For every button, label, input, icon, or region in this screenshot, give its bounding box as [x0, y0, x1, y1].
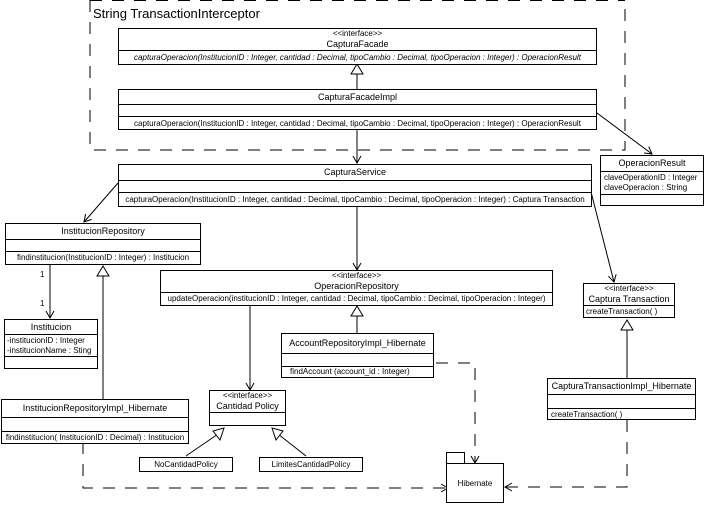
class-no-cantidad-policy[interactable]: NoCantidadPolicy [139, 457, 233, 472]
attribute: -institucionName : Sting [7, 346, 92, 355]
package-name: Hibernate [457, 478, 493, 488]
assoc-service-instrepo [83, 182, 119, 223]
class-account-repository-impl[interactable]: AccountRepositoryImpl_Hibernate findAcco… [281, 333, 434, 378]
attributes-section [6, 239, 200, 251]
class-name: Cantidad Policy [216, 401, 279, 411]
attributes-section [548, 394, 695, 408]
triangle-instrepo [96, 265, 110, 277]
triangle-nocantidad [212, 427, 225, 442]
triangle-facade [350, 63, 364, 75]
class-name: CapturaService [323, 167, 387, 177]
class-name: LimitesCantidadPolicy [271, 460, 351, 469]
triangle-limites [271, 427, 284, 442]
dep-instrepo-hibernate [82, 442, 450, 493]
interceptor-frame [89, 0, 626, 151]
assoc-service-transaction [589, 187, 617, 283]
stereotype: <<interface>> [604, 284, 654, 293]
class-operacion-repository[interactable]: <<interface>> OperacionRepository update… [160, 270, 553, 306]
attribute: claveOperationID : Integer [604, 173, 698, 182]
operation: createTransaction( ) [584, 305, 674, 317]
class-captura-facade-impl[interactable]: CapturaFacadeImpl capturaOperacion(Insti… [118, 89, 597, 130]
operation: capturaOperacion(InstitucionID : Integer… [119, 116, 596, 130]
attribute: claveOperacion : String [604, 183, 688, 192]
class-captura-facade[interactable]: <<interface>> CapturaFacade capturaOpera… [118, 28, 597, 65]
class-name: OperacionResult [618, 158, 686, 168]
class-operacion-result[interactable]: OperacionResult claveOperationID : Integ… [600, 155, 704, 206]
realization-limites [277, 433, 307, 457]
operation: findinstitucion( InstitucionID : Decimal… [2, 431, 188, 443]
operations-section [5, 356, 97, 368]
attributes-section [282, 353, 433, 366]
class-name: Institucion [30, 322, 72, 332]
package-hibernate[interactable]: Hibernate [446, 463, 504, 503]
multiplicity-target: 1 [40, 299, 45, 308]
attributes-section [2, 417, 188, 431]
operation: createTransaction( ) [548, 408, 695, 420]
class-cantidad-policy[interactable]: <<interface>> Cantidad Policy [209, 390, 286, 426]
stereotype: <<interface>> [332, 29, 383, 38]
class-institucion-repository[interactable]: InstitucionRepository findinstitucion(In… [5, 223, 201, 265]
class-captura-transaction[interactable]: <<interface>> Captura Transaction create… [583, 283, 675, 318]
operation: capturaOperacion(InstitucionID : Integer… [119, 192, 591, 206]
class-name: InstitucionRepository [61, 226, 145, 236]
class-name: InstitucionRepositoryImpl_Hibernate [22, 403, 168, 413]
class-name: CapturaTransactionImpl_Hibernate [551, 381, 692, 391]
attribute: -institucionID : Integer [7, 336, 85, 345]
attributes-section [119, 180, 591, 192]
multiplicity-source: 1 [40, 270, 45, 279]
class-captura-service[interactable]: CapturaService capturaOperacion(Instituc… [118, 164, 592, 207]
assoc-facade-result [592, 109, 653, 155]
class-institucion[interactable]: Institucion -institucionID : Integer -in… [4, 319, 98, 369]
operation: updateOperacion(institucionID : Integer,… [161, 292, 552, 305]
operations-section [210, 412, 285, 425]
stereotype: <<interface>> [222, 391, 273, 400]
operation: findAccount (account_id : Integer) [282, 366, 433, 377]
triangle-account [350, 305, 364, 317]
class-name: Captura Transaction [588, 294, 670, 304]
dep-account-hibernate [436, 362, 480, 465]
stereotype: <<interface>> [331, 271, 382, 280]
class-name: AccountRepositoryImpl_Hibernate [289, 338, 426, 348]
class-name: CapturaFacade [326, 39, 389, 49]
triangle-transaction [620, 319, 634, 331]
class-name: NoCantidadPolicy [154, 460, 218, 469]
operations-section [601, 194, 703, 206]
realization-nocantidad [185, 433, 219, 457]
attributes-section [119, 104, 596, 116]
class-name: OperacionRepository [314, 281, 399, 291]
operation: capturaOperacion(InstitucionID : Integer… [119, 50, 596, 64]
dep-transaction-hibernate [503, 420, 628, 492]
class-limites-cantidad-policy[interactable]: LimitesCantidadPolicy [259, 457, 363, 472]
class-captura-transaction-impl[interactable]: CapturaTransactionImpl_Hibernate createT… [547, 378, 696, 420]
class-institucion-repository-impl[interactable]: InstitucionRepositoryImpl_Hibernate find… [1, 399, 189, 444]
operation: findinstitucion(InstitucionID : Integer)… [6, 251, 200, 264]
class-name: CapturaFacadeImpl [317, 92, 398, 102]
frame-title: String TransactionInterceptor [93, 6, 260, 21]
